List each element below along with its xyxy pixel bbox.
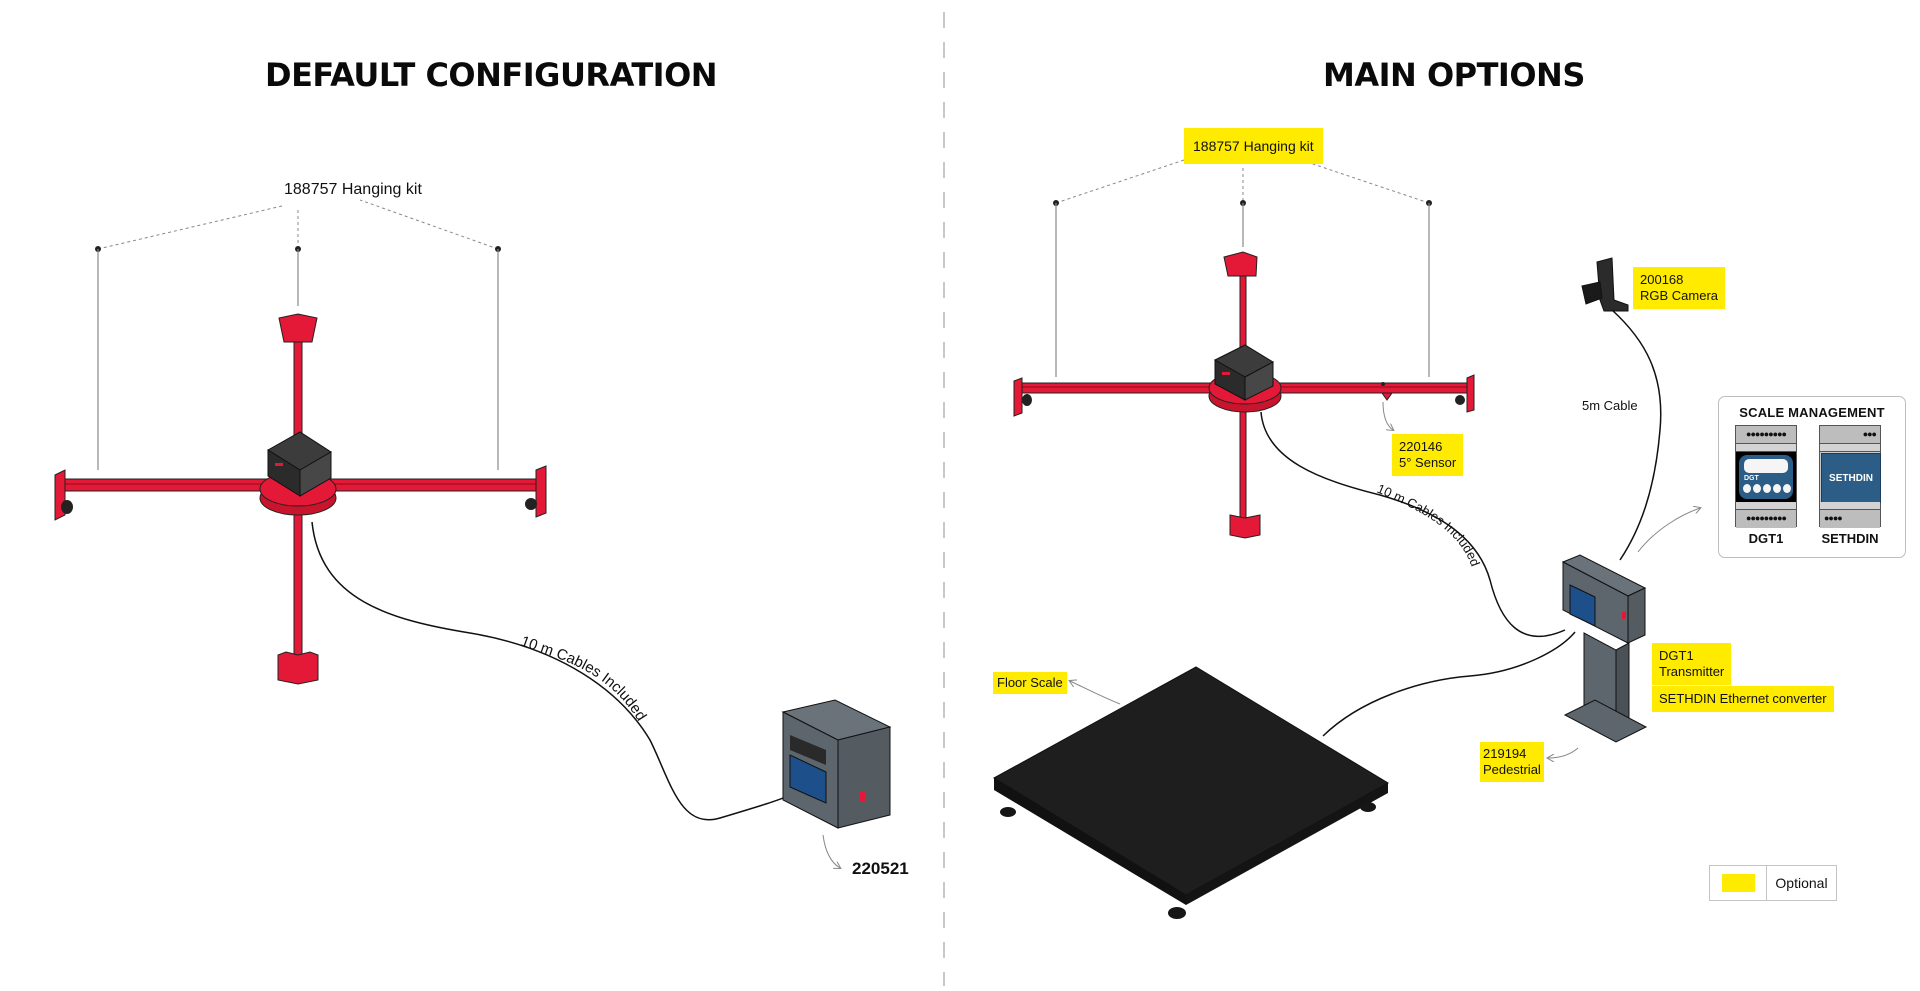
dgt1-screen-text: DGT — [1744, 475, 1759, 482]
right-hanging-kit-label: 188757 Hanging kit — [1184, 128, 1323, 164]
right-cable-label: 10 m Cables Included — [1375, 481, 1483, 568]
sethdin-bottom-terminals: ●●●● — [1820, 510, 1880, 528]
floor-scale — [993, 666, 1389, 919]
floor-scale-pointer — [1070, 681, 1121, 705]
legend: Optional — [1709, 865, 1837, 901]
dgt1-bottom-terminals: ●●●●●●●●● — [1736, 510, 1796, 528]
dgt1-key — [1743, 484, 1751, 493]
dgt1-rail-top — [1736, 444, 1796, 452]
dgt1-module: ●●●●●●●●● DGT ●●●●●●●●● — [1735, 425, 1797, 528]
left-controller-pointer — [822, 834, 840, 868]
left-central-unit — [267, 431, 332, 497]
pedestal-code: 219194 — [1483, 746, 1527, 761]
floor-scale-label: Floor Scale — [993, 672, 1067, 694]
left-cable-label: 10 m Cables Included — [519, 633, 650, 724]
dgt1-rail-bottom — [1736, 502, 1796, 510]
pedestal-pointer — [1548, 747, 1579, 758]
scale-cable — [1322, 631, 1576, 737]
left-sensor-frame — [54, 313, 547, 685]
camera-cable — [1611, 309, 1662, 561]
legend-swatch-cell — [1710, 866, 1767, 900]
camera-label: 200168 RGB Camera — [1633, 267, 1726, 309]
dgt1-key — [1773, 484, 1781, 493]
sensor-label: 220146 5° Sensor — [1392, 434, 1464, 476]
sethdin-caption: SETHDIN — [1821, 531, 1879, 546]
sensor-pointer — [1382, 401, 1393, 430]
right-cable — [1260, 411, 1566, 637]
pedestal-name: Pedestrial — [1483, 762, 1541, 777]
left-controller-cabinet — [781, 699, 892, 829]
legend-label: Optional — [1775, 875, 1828, 891]
sethdin-top-terminals: ●●● — [1820, 426, 1880, 444]
dgt1-key — [1763, 484, 1771, 493]
camera-cable-label: 5m Cable — [1582, 398, 1638, 413]
sethdin-module: ●●● SETHDIN ●●●● — [1819, 425, 1881, 528]
scale-management-panel: SCALE MANAGEMENT ●●●●●●●●● DGT ●●●●●●●●●… — [1718, 396, 1906, 558]
transmitter-label: DGT1 Transmitter — [1652, 643, 1732, 685]
left-cable — [311, 521, 791, 821]
dgt1-key — [1783, 484, 1791, 493]
controller-code-label: 220521 — [852, 859, 909, 878]
sensor-name: 5° Sensor — [1399, 455, 1457, 470]
sethdin-face: SETHDIN — [1821, 453, 1881, 503]
pedestal-cabinet — [1561, 554, 1648, 743]
scale-management-title: SCALE MANAGEMENT — [1739, 405, 1885, 420]
legend-swatch-optional — [1721, 874, 1755, 892]
sethdin-rail-bottom — [1820, 502, 1880, 510]
sensor-code: 220146 — [1399, 439, 1443, 454]
rgb-camera — [1581, 257, 1629, 312]
transmitter-code: DGT1 — [1659, 648, 1694, 663]
scale-management-pointer — [1637, 508, 1700, 553]
left-panel-title: DEFAULT CONFIGURATION — [265, 56, 718, 94]
transmitter-name: Transmitter — [1659, 664, 1725, 679]
dgt1-face: DGT — [1736, 452, 1796, 502]
camera-code: 200168 — [1640, 272, 1684, 287]
left-hanging-kit-label: 188757 Hanging kit — [284, 181, 422, 198]
right-panel-title: MAIN OPTIONS — [1323, 56, 1585, 94]
sethdin-rail-top — [1820, 444, 1880, 452]
right-hanging-lines — [1053, 159, 1432, 377]
right-central-unit — [1213, 344, 1275, 401]
left-hanging-lines — [95, 199, 501, 470]
converter-label: SETHDIN Ethernet converter — [1652, 686, 1834, 712]
dgt1-buttons — [1743, 484, 1791, 493]
dgt1-top-terminals: ●●●●●●●●● — [1736, 426, 1796, 444]
dgt1-display — [1744, 459, 1788, 473]
camera-name: RGB Camera — [1640, 288, 1719, 303]
dgt1-screen-frame: DGT — [1739, 455, 1793, 499]
dgt1-key — [1753, 484, 1761, 493]
dgt1-caption: DGT1 — [1748, 531, 1784, 546]
pedestal-label: 219194 Pedestrial — [1480, 742, 1544, 782]
